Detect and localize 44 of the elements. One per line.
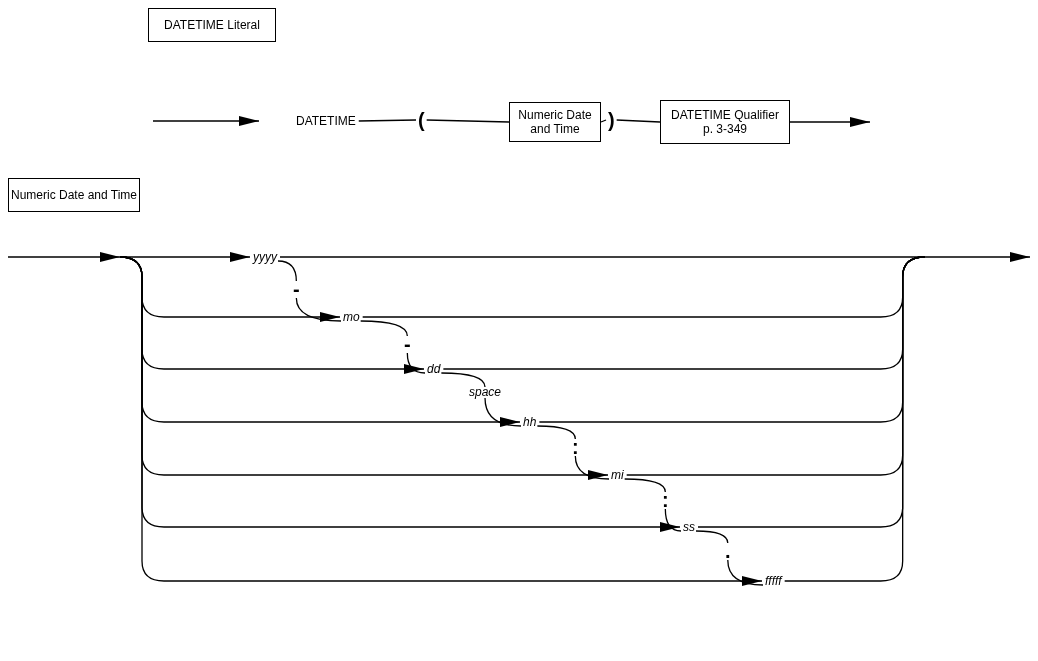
connector-line (624, 478, 666, 493)
separator-symbol: : (570, 437, 581, 457)
connector-line (484, 397, 522, 427)
arrow (789, 117, 871, 127)
connector-line (426, 119, 510, 123)
separator-symbol: ( (416, 110, 427, 130)
syntax-box: Numeric Date and Time (8, 178, 140, 212)
separator-symbol: ) (606, 110, 617, 130)
separator-symbol: . (723, 541, 733, 561)
parameter-name: mo (340, 310, 363, 324)
parameter-name: yyyy (250, 250, 280, 264)
separator-symbol: : (660, 490, 671, 510)
separator-symbol: - (402, 334, 413, 354)
connector-line (440, 372, 486, 388)
syntax-box (660, 100, 790, 144)
keyword-text: DATETIME (293, 114, 359, 128)
arrow (7, 252, 121, 262)
connector-line (784, 256, 926, 582)
parameter-name: ss (680, 520, 698, 534)
connector-line (360, 320, 408, 337)
syntax-box: DATETIME Literal (148, 8, 276, 42)
connector-line (277, 260, 297, 282)
box-text: DATETIME Qualifier (670, 108, 780, 122)
connector-line (536, 425, 576, 440)
connector-line (695, 530, 729, 544)
connector-line (727, 559, 764, 586)
connector-line (295, 297, 342, 322)
connector-line (406, 352, 426, 374)
connector-line (664, 508, 682, 532)
parameter-name: mi (608, 468, 627, 482)
syntax-box: Numeric Date and Time (509, 102, 601, 142)
arrow (119, 256, 763, 586)
parameter-name: fffff (762, 574, 785, 588)
connector-line (600, 119, 607, 123)
connector-line (616, 119, 661, 123)
box-text: p. 3-349 (701, 122, 748, 136)
parameter-name: space (466, 385, 505, 399)
separator-symbol: - (291, 279, 302, 299)
connector-line (574, 455, 610, 480)
parameter-name: hh (520, 415, 540, 429)
arrow (924, 252, 1031, 262)
parameter-name: dd (424, 362, 444, 376)
arrow (152, 116, 260, 126)
connector-line (358, 119, 417, 122)
